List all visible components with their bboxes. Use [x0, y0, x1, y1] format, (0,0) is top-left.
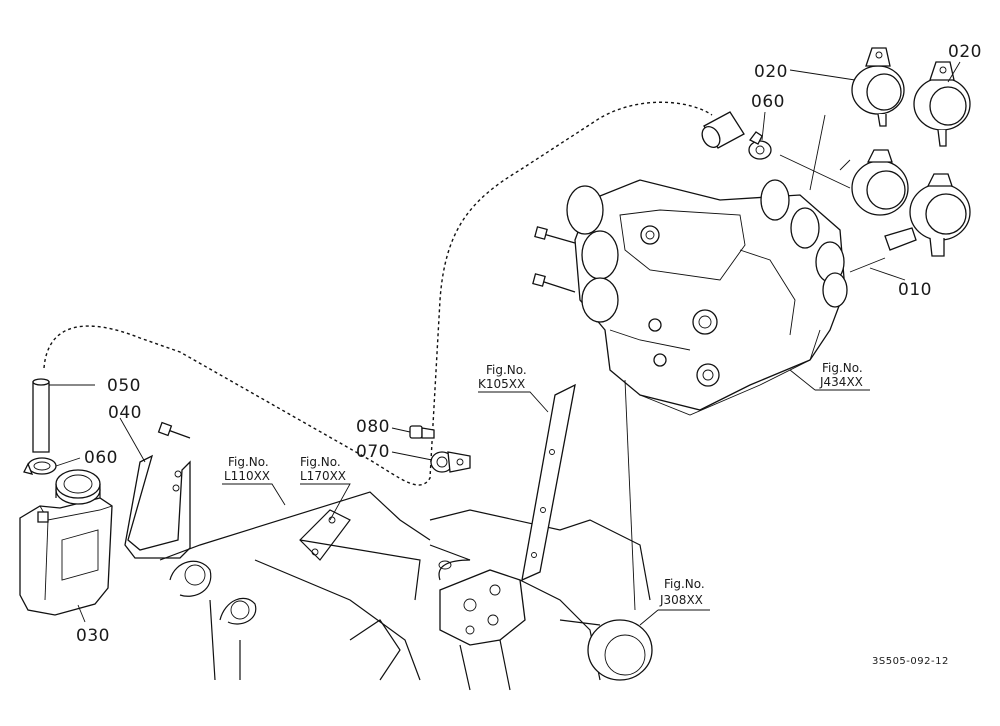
drawing-code: 3S505-092-12: [872, 656, 949, 667]
fig-ref-j308-prefix: Fig.No.: [664, 577, 705, 591]
part-number-040: 040: [108, 403, 142, 423]
fig-ref-j308-code: J308XX: [659, 593, 703, 607]
bolt-080[interactable]: [409, 425, 435, 439]
part-number-060-lower: 060: [84, 448, 118, 468]
small-hose-segment[interactable]: [699, 111, 745, 151]
part-number-020-right: 020: [948, 42, 982, 62]
leader-lines: [49, 61, 961, 626]
part-number-080: 080: [356, 417, 390, 437]
link-rod-k105: [521, 383, 576, 582]
hose-clip-060-upper[interactable]: [748, 131, 772, 160]
part-number-070: 070: [356, 442, 390, 462]
hose-clamp-020-upper-right[interactable]: [913, 61, 971, 147]
return-hose-line: [43, 101, 713, 486]
control-valve-assembly[interactable]: [532, 179, 848, 416]
fig-ref-k105-code: K105XX: [478, 377, 525, 391]
bracket-bolt[interactable]: [157, 421, 191, 439]
part-number-010: 010: [898, 280, 932, 300]
fig-ref-j434-prefix: Fig.No.: [822, 361, 863, 375]
fig-ref-l110-code: L110XX: [224, 469, 270, 483]
part-labels: 020 020 060 010 050 040 060 080 070 030: [76, 42, 982, 646]
reservoir-tank[interactable]: [19, 469, 113, 616]
tractor-frame: [159, 491, 653, 691]
fig-ref-l110-prefix: Fig.No.: [228, 455, 269, 469]
fig-ref-l170-code: L170XX: [300, 469, 346, 483]
tank-bracket-040[interactable]: [124, 454, 191, 559]
hose-clamp-070[interactable]: [430, 451, 471, 473]
hose-050[interactable]: [32, 378, 50, 453]
part-number-020-left: 020: [754, 62, 788, 82]
part-number-060-upper: 060: [751, 92, 785, 112]
hose-clamp-lower-left[interactable]: [851, 149, 909, 216]
part-number-030: 030: [76, 626, 110, 646]
hose-clamp-lower-right[interactable]: [884, 173, 971, 257]
hose-clamp-020-upper-left[interactable]: [851, 47, 905, 127]
fig-ref-k105-prefix: Fig.No.: [486, 363, 527, 377]
fig-ref-j434-code: J434XX: [819, 375, 863, 389]
hose-clip-060-lower[interactable]: [23, 457, 57, 475]
part-number-050: 050: [107, 376, 141, 396]
figure-references: Fig.No. J434XX Fig.No. K105XX Fig.No. L1…: [224, 361, 863, 607]
fig-ref-l170-prefix: Fig.No.: [300, 455, 341, 469]
